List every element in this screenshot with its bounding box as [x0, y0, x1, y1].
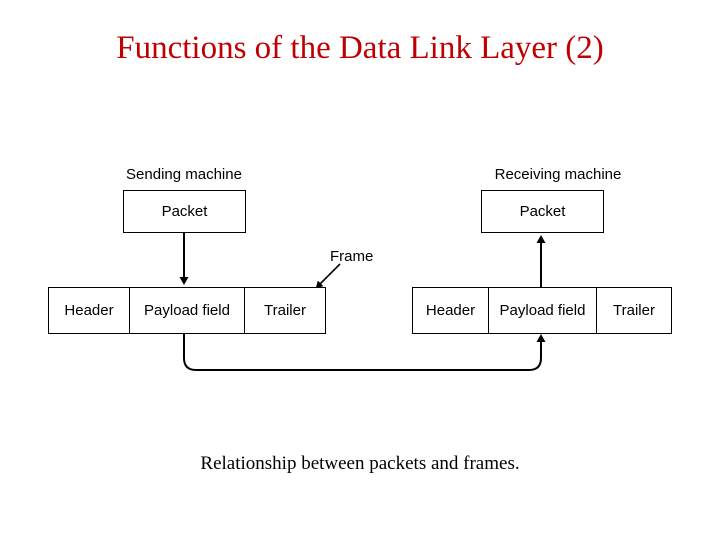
sending-packet-label: Packet	[161, 203, 208, 220]
sending-machine-label: Sending machine	[126, 166, 242, 183]
receiving-frame-cell-header: Header	[413, 288, 488, 333]
sending-frame-trailer-label: Trailer	[264, 302, 306, 319]
sending-frame-payload-label: Payload field	[144, 302, 230, 319]
sending-frame-header-label: Header	[64, 302, 114, 319]
receiving-frame-payload-label: Payload field	[499, 302, 586, 319]
transmission-path-arrow	[183, 334, 546, 371]
sending-packet-box: Packet	[123, 190, 246, 233]
sending-frame-row: Header Payload field Trailer	[48, 287, 326, 334]
figure-caption: Relationship between packets and frames.	[200, 453, 520, 474]
receiving-frame-header-label: Header	[425, 302, 476, 319]
sending-frame-cell-payload: Payload field	[129, 288, 244, 333]
frame-annotation-label: Frame	[330, 248, 374, 265]
receiving-machine-label: Receiving machine	[494, 166, 622, 183]
receiving-packet-label: Packet	[519, 203, 566, 220]
receiving-packet-box: Packet	[481, 190, 604, 233]
sending-frame-cell-header: Header	[49, 288, 129, 333]
frame-annotation-pointer-arrow	[315, 263, 341, 289]
sending-frame-cell-trailer: Trailer	[244, 288, 325, 333]
receiving-frame-cell-payload: Payload field	[488, 288, 596, 333]
receiving-frame-row: Header Payload field Trailer	[412, 287, 672, 334]
receiving-frame-trailer-label: Trailer	[613, 302, 655, 319]
page-title: Functions of the Data Link Layer (2)	[116, 30, 604, 66]
receiving-frame-cell-trailer: Trailer	[596, 288, 671, 333]
